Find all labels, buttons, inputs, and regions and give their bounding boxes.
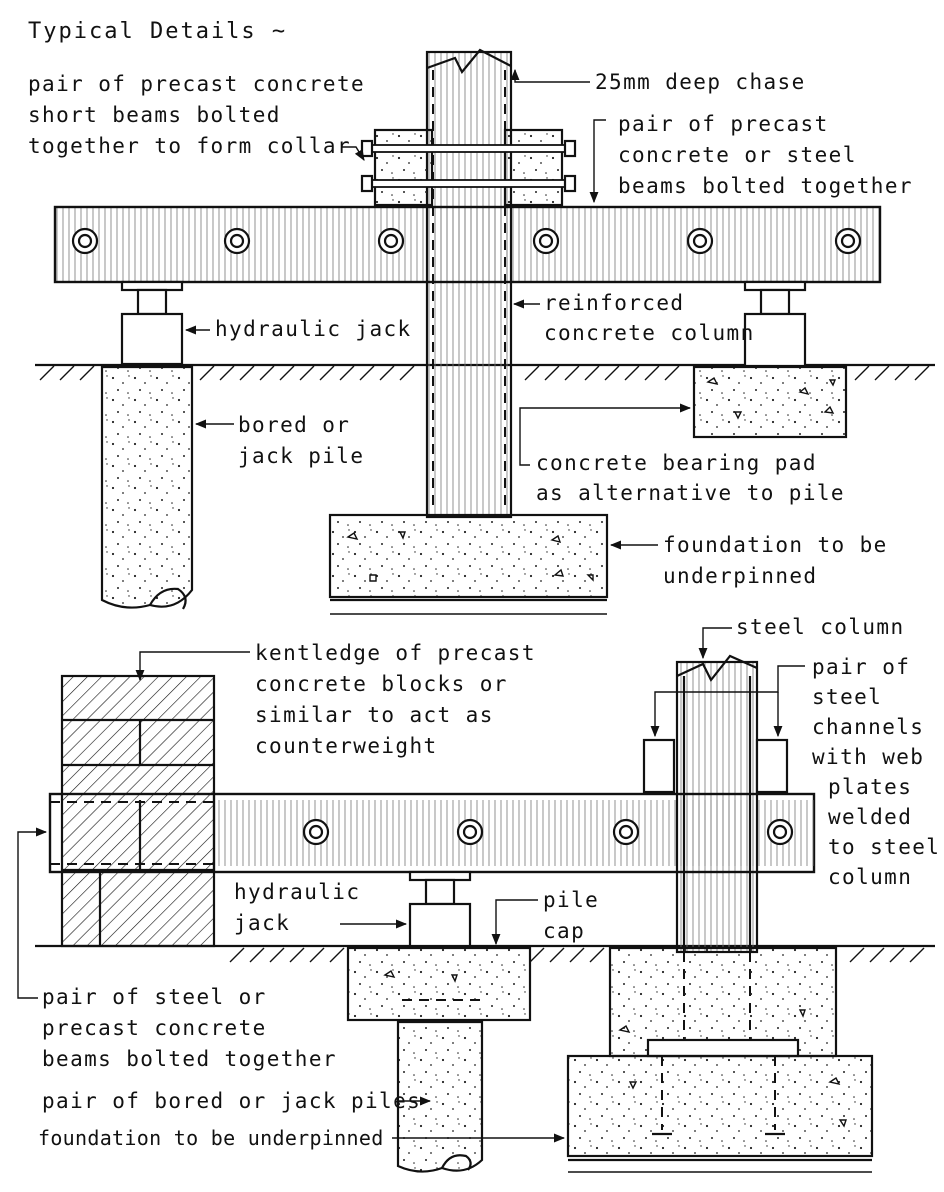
label-rc-column: reinforced concrete column: [544, 291, 755, 345]
svg-text:as alternative to pile: as alternative to pile: [536, 481, 845, 505]
label-bearing-pad: concrete bearing pad as alternative to p…: [536, 451, 845, 505]
svg-text:precast concrete: precast concrete: [42, 1016, 267, 1040]
precast-collar: [360, 128, 577, 207]
label-foundation-top: foundation to be underpinned: [663, 533, 888, 588]
svg-text:pair of precast: pair of precast: [618, 112, 829, 136]
rc-column: [425, 50, 513, 519]
svg-text:underpinned: underpinned: [663, 564, 817, 588]
svg-text:hydraulic: hydraulic: [234, 880, 360, 904]
foundation-top: [328, 513, 609, 599]
label-jack-top: hydraulic jack: [215, 317, 412, 341]
svg-text:channels: channels: [812, 715, 924, 739]
svg-text:pair of: pair of: [812, 655, 910, 679]
label-bored-pile: bored or jack pile: [238, 413, 364, 468]
svg-text:pair of precast concrete: pair of precast concrete: [28, 72, 365, 96]
svg-text:counterweight: counterweight: [255, 734, 438, 758]
svg-text:concrete bearing pad: concrete bearing pad: [536, 451, 817, 475]
bored-pile: [100, 365, 194, 609]
label-bottom-beams: pair of steel or precast concrete beams …: [42, 985, 337, 1071]
label-jack-bottom: hydraulic jack: [234, 880, 360, 935]
svg-text:welded: welded: [828, 805, 912, 829]
svg-text:jack: jack: [234, 911, 290, 935]
svg-text:concrete or steel: concrete or steel: [618, 143, 857, 167]
svg-text:similar to act as: similar to act as: [255, 703, 494, 727]
svg-text:bored or: bored or: [238, 413, 350, 437]
svg-text:steel: steel: [812, 685, 882, 709]
svg-text:concrete column: concrete column: [544, 321, 755, 345]
label-pile-cap: pile cap: [543, 888, 599, 943]
svg-text:with web: with web: [812, 745, 924, 769]
top-beam: [53, 205, 882, 284]
svg-text:pair of steel or: pair of steel or: [42, 985, 267, 1009]
pile-cap: [346, 946, 532, 1022]
svg-text:beams bolted together: beams bolted together: [618, 174, 913, 198]
kentledge-blocks: [60, 674, 216, 948]
label-kentledge: kentledge of precast concrete blocks or …: [255, 641, 536, 758]
svg-text:kentledge of precast: kentledge of precast: [255, 641, 536, 665]
svg-text:reinforced: reinforced: [544, 291, 684, 315]
svg-text:together to form collar: together to form collar: [28, 134, 351, 158]
svg-text:cap: cap: [543, 919, 585, 943]
label-steel-column: steel column: [736, 615, 905, 639]
label-foundation-bottom: foundation to be underpinned: [38, 1126, 384, 1150]
hydraulic-jack-bottom: [408, 870, 472, 948]
svg-text:foundation to be: foundation to be: [663, 533, 888, 557]
hydraulic-jack-right: [743, 280, 807, 368]
label-collar: pair of precast concrete short beams bol…: [28, 72, 365, 158]
svg-text:column: column: [828, 865, 912, 889]
bolt-icon: [360, 139, 374, 158]
label-channels: pair of steel channels with web plates w…: [812, 655, 940, 889]
svg-text:pile: pile: [543, 888, 599, 912]
bottom-beam: [48, 792, 816, 874]
label-piles: pair of bored or jack piles: [42, 1089, 421, 1113]
drawing-title: Typical Details ~: [28, 19, 287, 44]
svg-text:beams bolted together: beams bolted together: [42, 1047, 337, 1071]
svg-text:concrete blocks or: concrete blocks or: [255, 672, 508, 696]
svg-text:short beams bolted: short beams bolted: [28, 103, 281, 127]
hydraulic-jack-icon: [120, 280, 184, 366]
foundation-bottom: [566, 946, 874, 1173]
svg-text:to steel: to steel: [828, 835, 940, 859]
label-top-beams: pair of precast concrete or steel beams …: [618, 112, 913, 198]
label-chase: 25mm deep chase: [595, 70, 806, 94]
bearing-pad: [692, 365, 848, 439]
svg-text:jack pile: jack pile: [238, 444, 364, 468]
svg-text:plates: plates: [828, 775, 912, 799]
